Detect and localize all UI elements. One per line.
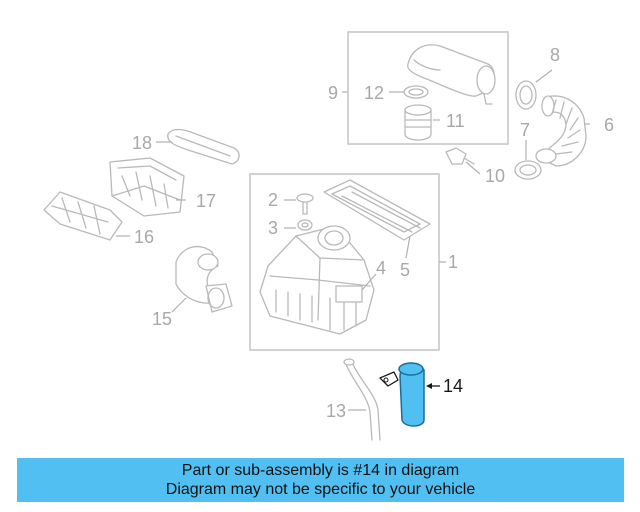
- clamp-part-8: [515, 80, 537, 110]
- subassembly-box-9: [347, 31, 509, 145]
- info-banner: Part or sub-assembly is #14 in diagram D…: [17, 458, 624, 502]
- intake-duct-part-9: [407, 44, 496, 105]
- callout-7: 7: [520, 120, 530, 140]
- bolt-part-2: [296, 193, 314, 215]
- callout-16: 16: [134, 227, 154, 247]
- sensor-part-10: [445, 147, 475, 165]
- elbow-hose-part-15: [175, 245, 233, 313]
- callout-14: 14: [443, 376, 463, 396]
- banner-line-disclaimer: Diagram may not be specific to your vehi…: [165, 481, 476, 498]
- resonator-part-17: [109, 157, 185, 217]
- clamp-part-12: [403, 85, 429, 99]
- grommet-part-3: [297, 219, 313, 231]
- hose-part-14-highlighted: [379, 362, 425, 427]
- callout-10: 10: [485, 166, 505, 186]
- hose-part-6: [535, 95, 587, 167]
- parts-diagram: 1 2 3 4 5 6 7 8 9 10 11 12 13 14 15 16 1…: [43, 31, 614, 441]
- callout-8: 8: [550, 45, 560, 65]
- clamp-part-7: [514, 160, 542, 180]
- callout-11: 11: [446, 111, 465, 131]
- callout-5: 5: [400, 260, 410, 280]
- callout-13: 13: [326, 401, 346, 421]
- callout-1: 1: [448, 252, 458, 272]
- lid-part-5: [323, 179, 431, 241]
- airbox-part-4: [259, 225, 375, 335]
- leader-lines: [116, 69, 590, 411]
- callout-18: 18: [132, 133, 152, 153]
- callout-6: 6: [604, 115, 614, 135]
- inlet-part-16: [43, 191, 123, 241]
- callout-2: 2: [268, 190, 278, 210]
- filter-part-11: [404, 104, 432, 141]
- callout-4: 4: [376, 258, 386, 278]
- callout-17: 17: [196, 191, 216, 211]
- callout-12: 12: [364, 83, 384, 103]
- cover-part-18: [167, 128, 240, 165]
- callout-15: 15: [152, 309, 172, 329]
- callout-3: 3: [268, 218, 278, 238]
- callout-9: 9: [328, 83, 338, 103]
- tube-part-13: [343, 358, 381, 441]
- banner-line-part: Part or sub-assembly is #14 in diagram: [181, 462, 460, 479]
